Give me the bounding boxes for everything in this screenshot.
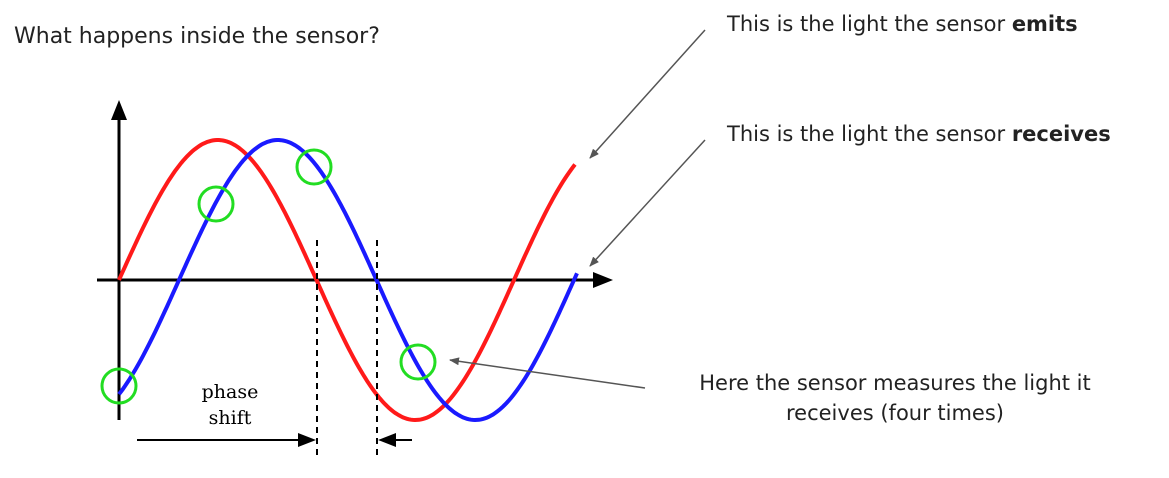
caption-emitted-text: This is the light the sensor [727, 12, 1012, 36]
phase-shift-arrowhead-right [378, 433, 396, 447]
sample-marker-1 [100, 367, 138, 405]
caption-measurement: Here the sensor measures the light it re… [655, 368, 1135, 428]
caption-emitted-light: This is the light the sensor emits [727, 12, 1078, 36]
caption-received-bold: receives [1011, 122, 1111, 146]
phase-shift-label-line1: phase [202, 381, 259, 403]
y-axis-arrowhead [111, 100, 127, 120]
received-light-wave [117, 138, 579, 423]
sample-marker-2 [197, 185, 235, 223]
emitted-light-wave [117, 138, 577, 423]
phase-shift-arrowhead-left [298, 433, 316, 447]
pointer-emitted [589, 29, 706, 159]
caption-emitted-bold: emits [1011, 12, 1078, 36]
sample-marker-4 [399, 343, 437, 381]
caption-measurement-line1: Here the sensor measures the light it [699, 371, 1091, 395]
caption-received-text: This is the light the sensor [727, 122, 1012, 146]
sample-marker-3 [295, 148, 333, 186]
pointer-received [589, 139, 706, 267]
pointer-measurement [449, 357, 646, 389]
x-axis-arrowhead [593, 272, 613, 288]
phase-shift-label-line2: shift [209, 407, 252, 429]
page-title: What happens inside the sensor? [14, 24, 380, 49]
caption-received-light: This is the light the sensor receives [727, 122, 1111, 146]
caption-measurement-line2: receives (four times) [786, 401, 1004, 425]
